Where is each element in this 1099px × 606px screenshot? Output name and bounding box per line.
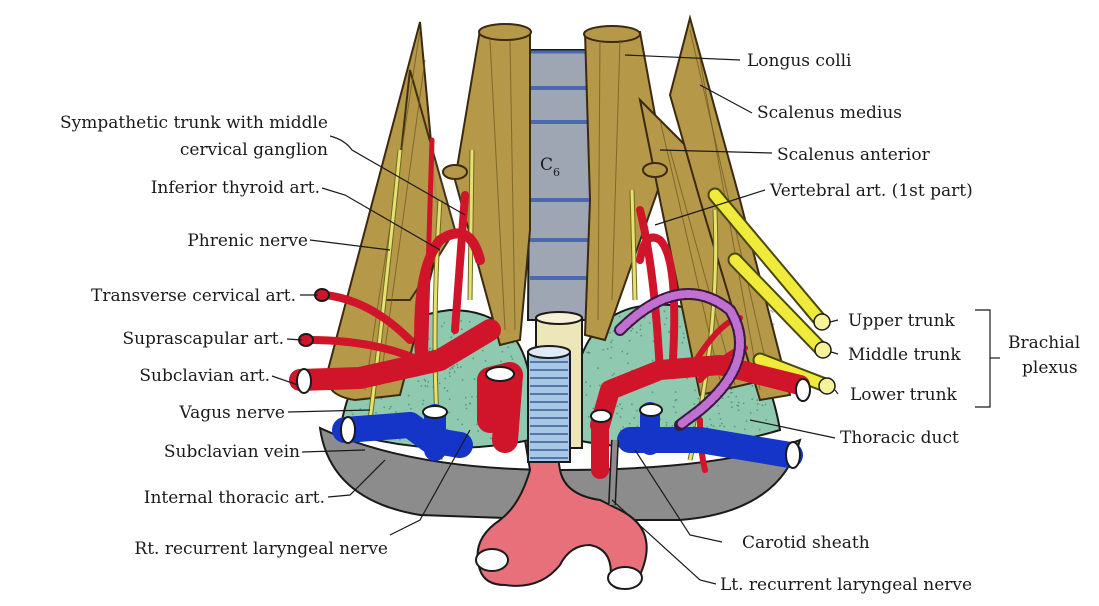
- label-scalenus-anterior: Scalenus anterior: [777, 145, 931, 165]
- right-arteries: [289, 137, 523, 453]
- label-vagus-nerve: Vagus nerve: [178, 403, 285, 423]
- vertebra-label: C6: [540, 155, 560, 179]
- label-longus-colli: Longus colli: [747, 51, 852, 71]
- leader-lines: [271, 54, 1000, 585]
- right-longus-colli: [453, 29, 531, 347]
- scalenus-anterior-cut-right: [642, 162, 668, 178]
- label-suprascapular: Suprascapular art.: [122, 329, 284, 349]
- label-carotid-sheath: Carotid sheath: [742, 533, 870, 553]
- label-sympathetic-trunk-line2: cervical ganglion: [180, 140, 328, 160]
- label-rt-recurrent-laryngeal: Rt. recurrent laryngeal nerve: [134, 539, 388, 559]
- label-transverse-cervical: Transverse cervical art.: [91, 286, 296, 306]
- aorta-cut-end-left: [475, 548, 509, 572]
- right-phrenic-nerve-inner: [368, 149, 402, 421]
- label-thoracic-duct: Thoracic duct: [840, 428, 959, 448]
- label-plexus: plexus: [1022, 358, 1078, 378]
- oesophagus-top: [535, 311, 583, 325]
- trachea-rings: [530, 361, 568, 459]
- label-subclavian-art: Subclavian art.: [139, 366, 270, 386]
- left-sympathetic-trunk-inner: [630, 189, 637, 301]
- label-internal-thoracic: Internal thoracic art.: [144, 488, 325, 508]
- label-lt-recurrent-laryngeal: Lt. recurrent laryngeal nerve: [720, 575, 972, 595]
- brachial-plexus-trunks: [707, 187, 836, 395]
- label-lower-trunk: Lower trunk: [850, 385, 958, 405]
- label-upper-trunk: Upper trunk: [848, 311, 956, 331]
- right-sympathetic-trunk-inner: [468, 149, 474, 301]
- left-recurrent-laryngeal-inner: [609, 439, 618, 506]
- label-brachial: Brachial: [1008, 333, 1080, 353]
- trachea: [527, 351, 571, 463]
- label-vertebral-art: Vertebral art. (1st part): [769, 181, 973, 201]
- thoracic-duct-inner: [616, 290, 744, 429]
- vertebral-column: [526, 49, 594, 321]
- left-arteries: [590, 206, 811, 479]
- label-sympathetic-trunk-line1: Sympathetic trunk with middle: [60, 113, 328, 133]
- label-subclavian-vein: Subclavian vein: [164, 442, 300, 462]
- label-inferior-thyroid: Inferior thyroid art.: [151, 178, 320, 198]
- trachea-top: [527, 345, 571, 359]
- label-middle-trunk: Middle trunk: [848, 345, 961, 365]
- right-longus-colli-top: [478, 23, 532, 41]
- label-phrenic-nerve: Phrenic nerve: [187, 231, 308, 251]
- scalenus-anterior-cut-left: [442, 164, 468, 180]
- subclavian-veins: [332, 402, 803, 469]
- label-scalenus-medius: Scalenus medius: [757, 103, 902, 123]
- aorta-cut-end-right: [607, 566, 643, 590]
- left-longus-colli-top: [583, 25, 641, 43]
